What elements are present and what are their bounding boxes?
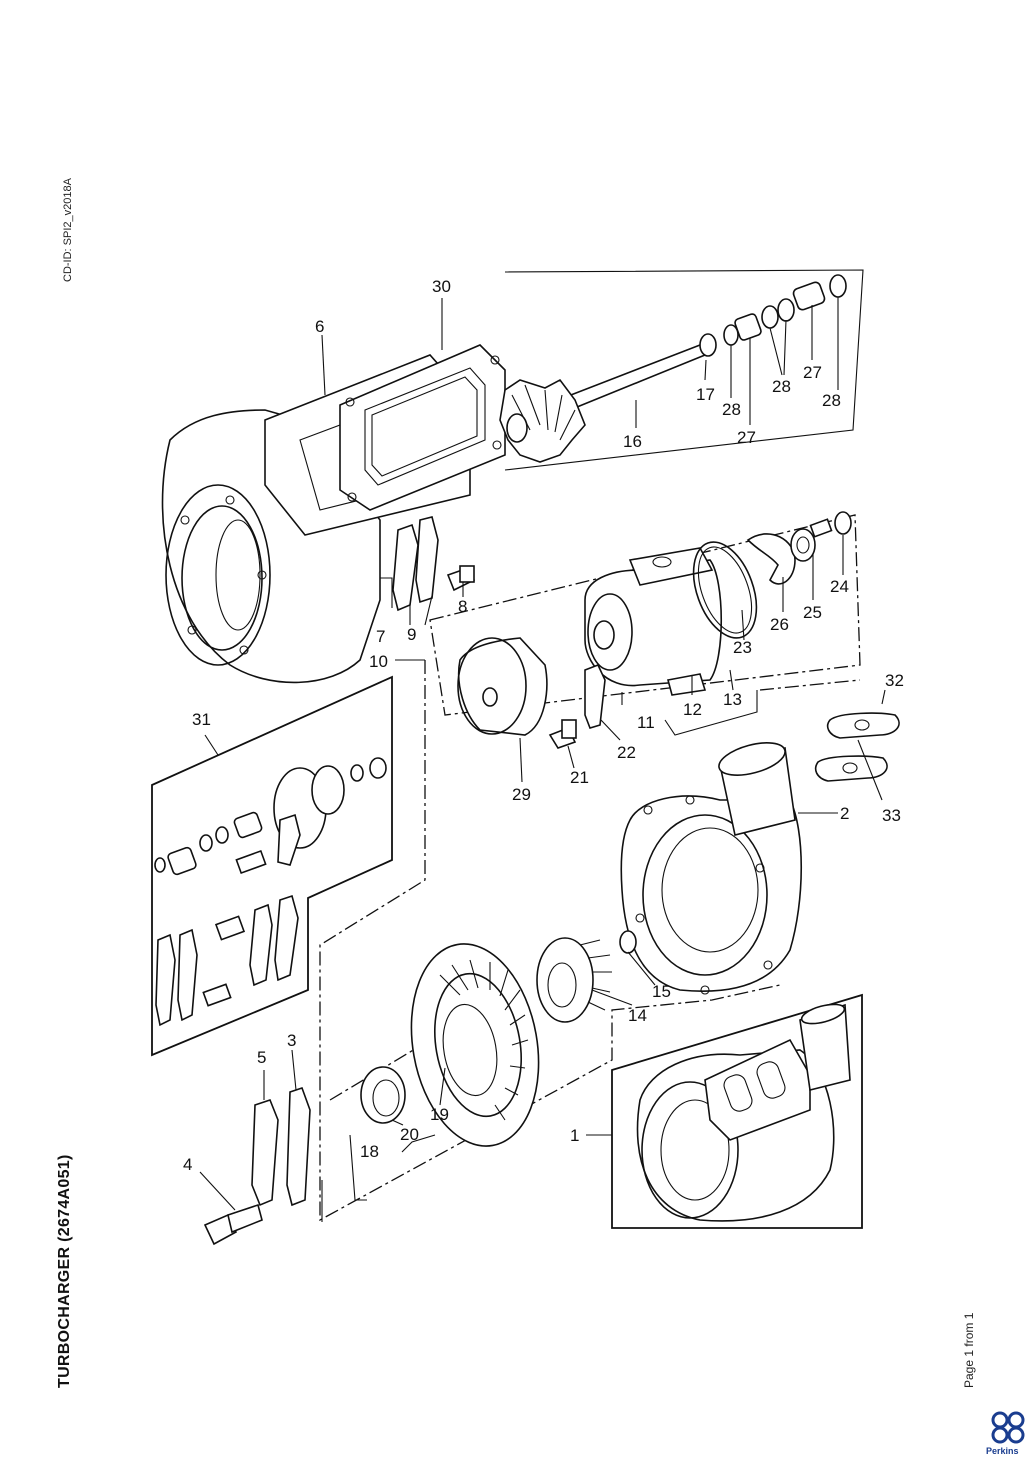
callout-12: 12 [683,700,702,719]
callout-6: 6 [315,317,324,336]
callout-33: 33 [882,806,901,825]
compressor-wheel [536,930,637,1023]
back-plate [457,637,548,736]
callout-17: 17 [696,385,715,404]
callout-28-c: 28 [822,391,841,410]
callout-20: 20 [400,1125,419,1144]
callout-23: 23 [733,638,752,657]
brand-name: Perkins [986,1446,1019,1456]
lock-plate-and-bolt [548,663,606,749]
callout-7: 7 [376,627,385,646]
callout-15: 15 [652,982,671,1001]
thrust-parts [746,511,852,585]
callout-27-b: 27 [803,363,822,382]
callout-28-a: 28 [722,400,741,419]
shaft-and-turbine-wheel [499,344,706,463]
circlip [360,1066,406,1124]
callout-22: 22 [617,743,636,762]
clamp-plates-lower [203,1086,311,1246]
callout-21: 21 [570,768,589,787]
callout-9: 9 [407,625,416,644]
compressor-housing [620,742,802,995]
callout-25: 25 [803,603,822,622]
clamp-plates-upper [392,516,476,612]
callout-11: 11 [637,713,655,732]
kit-31-parts [154,757,387,1027]
callout-18: 18 [360,1142,379,1161]
o-ring [692,541,758,639]
callout-27-a: 27 [737,428,756,447]
callout-32: 32 [885,671,904,690]
callout-24: 24 [830,577,849,596]
callout-5: 5 [257,1048,266,1067]
callout-1: 1 [570,1126,579,1145]
callout-30: 30 [432,277,451,296]
diffuser-plate [410,943,540,1147]
callout-4: 4 [183,1155,192,1174]
oil-gaskets [814,712,900,782]
kit-31-box [151,675,393,1057]
exhaust-gasket [339,344,506,511]
callout-16: 16 [623,432,642,451]
callout-19: 19 [430,1105,449,1124]
item-1-box [611,993,863,1229]
complete-turbocharger [636,1003,851,1222]
perkins-logo-icon [991,1411,1025,1444]
callout-31: 31 [192,710,211,729]
callout-10: 10 [369,652,388,671]
seal-rings-and-collars [699,274,847,357]
callout-28-b: 28 [772,377,791,396]
callout-numbers: 6 30 16 17 28 27 28 27 28 8 7 9 10 23 26… [183,277,904,1174]
leader-lines [199,297,886,1211]
callout-8: 8 [458,597,467,616]
callout-13: 13 [723,690,742,709]
callout-14: 14 [628,1006,647,1025]
callout-26: 26 [770,615,789,634]
callout-3: 3 [287,1031,296,1050]
callout-29: 29 [512,785,531,804]
bearing-housing [584,547,723,696]
callout-2: 2 [840,804,849,823]
